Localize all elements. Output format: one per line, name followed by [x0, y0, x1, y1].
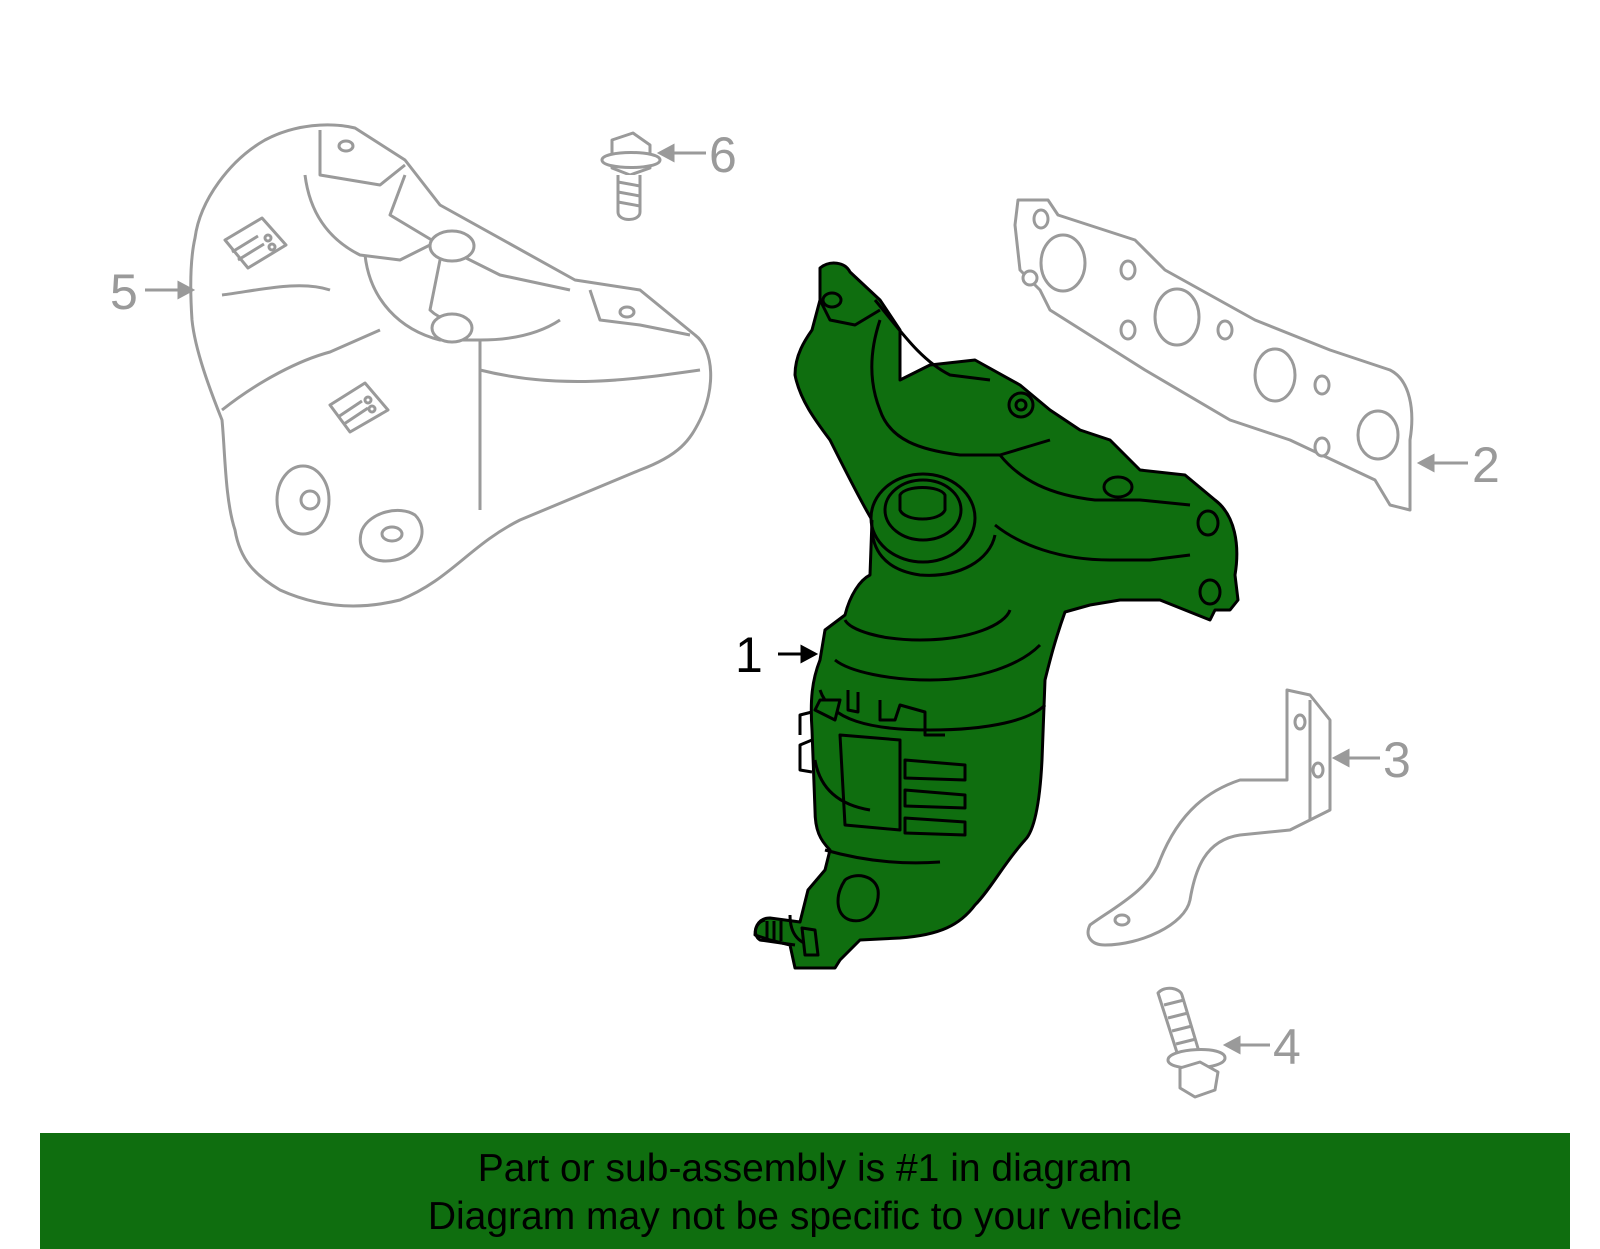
leader-arrows: [145, 143, 1468, 1055]
part-1-catalytic-converter[interactable]: [753, 261, 1240, 970]
arrow-3: [1331, 748, 1380, 768]
callout-2[interactable]: 2: [1472, 437, 1500, 493]
arrow-6: [656, 143, 706, 163]
callout-1[interactable]: 1: [735, 627, 763, 683]
arrow-2: [1416, 453, 1468, 473]
info-banner: Part or sub-assembly is #1 in diagram Di…: [40, 1133, 1570, 1249]
part-5-heat-shield[interactable]: [189, 123, 713, 608]
part-2-gasket[interactable]: [1013, 198, 1414, 512]
callout-3[interactable]: 3: [1383, 732, 1411, 788]
arrow-5: [145, 280, 196, 300]
part-6-bolt[interactable]: [600, 131, 662, 221]
arrow-1: [778, 644, 819, 664]
banner-line-2: Diagram may not be specific to your vehi…: [427, 1195, 1183, 1238]
part-4-bolt[interactable]: [1156, 986, 1227, 1099]
callout-6[interactable]: 6: [709, 127, 737, 183]
arrow-4: [1222, 1035, 1270, 1055]
banner-line-1: Part or sub-assembly is #1 in diagram: [477, 1147, 1133, 1190]
callout-4[interactable]: 4: [1273, 1019, 1301, 1075]
part-3-bracket[interactable]: [1086, 688, 1332, 947]
callout-5[interactable]: 5: [110, 264, 138, 320]
